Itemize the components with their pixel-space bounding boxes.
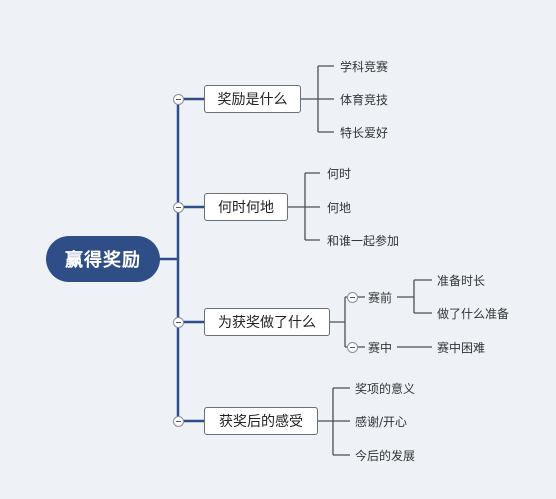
collapse-icon[interactable] (347, 342, 358, 353)
leaf-node[interactable]: 感谢/开心 (355, 415, 408, 429)
branch-node-what[interactable]: 奖励是什么 (204, 85, 301, 113)
leaf-node[interactable]: 今后的发展 (355, 449, 416, 463)
collapse-icon[interactable] (173, 94, 184, 105)
collapse-icon[interactable] (173, 202, 184, 213)
branch-node-when-where[interactable]: 何时何地 (204, 193, 288, 221)
sub-node-during[interactable]: 赛中 (368, 341, 393, 355)
leaf-node[interactable]: 何地 (327, 201, 352, 215)
branch-node-actions[interactable]: 为获奖做了什么 (204, 308, 330, 336)
leaf-node[interactable]: 赛中困难 (437, 341, 486, 355)
collapse-icon[interactable] (173, 416, 184, 427)
leaf-node[interactable]: 学科竞赛 (340, 60, 389, 74)
branch-node-feelings[interactable]: 获奖后的感受 (204, 407, 318, 435)
leaf-node[interactable]: 何时 (327, 167, 352, 181)
leaf-node[interactable]: 做了什么准备 (437, 307, 510, 321)
leaf-node[interactable]: 特长爱好 (340, 126, 389, 140)
leaf-node[interactable]: 和谁一起参加 (327, 234, 400, 248)
collapse-icon[interactable] (347, 292, 358, 303)
collapse-icon[interactable] (173, 317, 184, 328)
leaf-node[interactable]: 奖项的意义 (355, 382, 416, 396)
leaf-node[interactable]: 准备时长 (437, 274, 486, 288)
sub-node-before[interactable]: 赛前 (368, 291, 393, 305)
leaf-node[interactable]: 体育竞技 (340, 93, 389, 107)
root-node[interactable]: 赢得奖励 (46, 236, 160, 282)
